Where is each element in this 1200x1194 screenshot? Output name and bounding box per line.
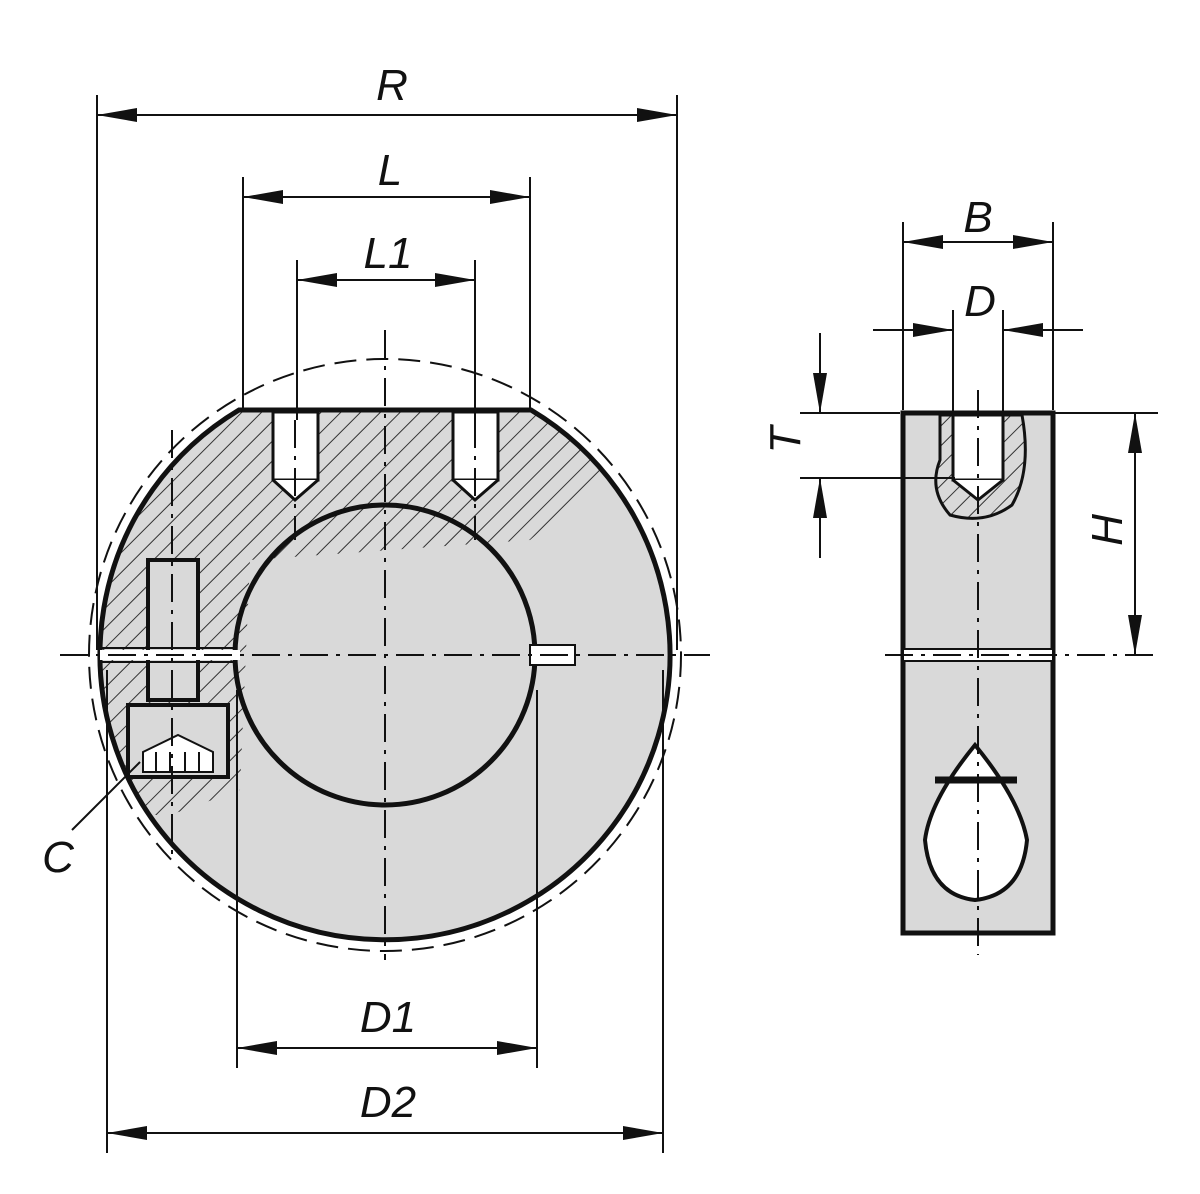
label-D2: D2: [360, 1078, 416, 1127]
label-C: C: [42, 833, 75, 882]
side-view: [885, 390, 1160, 955]
dimension-D2: D2: [106, 670, 664, 1153]
label-L: L: [378, 146, 402, 195]
dimension-L1: L1: [296, 229, 476, 420]
hatched-section: [100, 410, 640, 815]
label-D: D: [964, 277, 996, 326]
collar-outline: [97, 407, 673, 943]
label-H: H: [1083, 514, 1132, 546]
screw-access-teardrop: [922, 741, 1030, 903]
label-T: T: [761, 423, 810, 453]
front-view: [60, 330, 710, 960]
label-L1: L1: [364, 229, 413, 278]
dimension-B: B: [902, 193, 1054, 410]
dimension-R: R: [96, 61, 678, 650]
dimension-H: H: [1055, 412, 1158, 655]
label-D1: D1: [360, 993, 416, 1042]
callout-C: C: [42, 761, 141, 882]
dimension-D1: D1: [236, 690, 538, 1068]
dimension-D: D: [873, 277, 1083, 415]
label-B: B: [963, 193, 992, 242]
dimension-T: T: [761, 333, 955, 558]
dimension-L: L: [242, 146, 531, 410]
label-R: R: [376, 61, 408, 110]
outer-dashed-circle: [88, 358, 682, 952]
